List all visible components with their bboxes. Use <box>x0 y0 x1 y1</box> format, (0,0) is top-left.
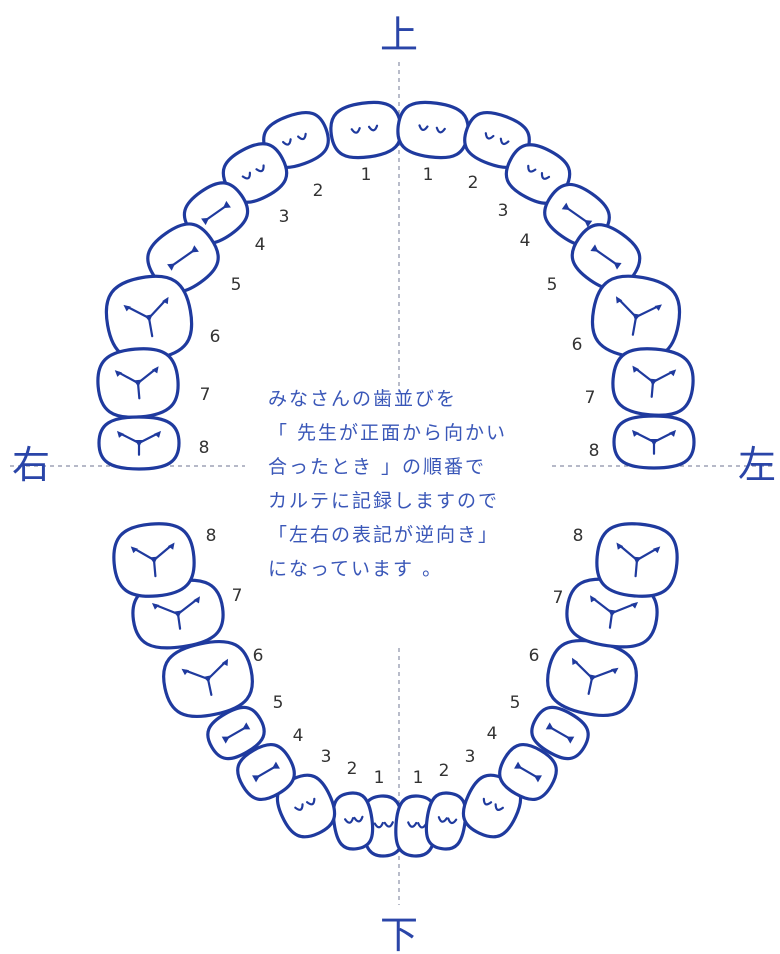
upper-right-number-8: 8 <box>199 438 210 458</box>
upper-right-tooth-8 <box>97 415 181 471</box>
upper-right-number-2: 2 <box>313 181 324 201</box>
lower-left-number-2: 2 <box>439 761 450 781</box>
lower-left-tooth-3 <box>461 773 523 839</box>
upper-left-number-5: 5 <box>547 275 558 295</box>
upper-left-number-6: 6 <box>572 335 583 355</box>
lower-right-tooth-2 <box>331 791 375 851</box>
lower-right-number-5: 5 <box>273 693 284 713</box>
note-line-4: カルテに記録しますので <box>268 490 500 512</box>
upper-left-number-8: 8 <box>589 441 600 461</box>
upper-left-tooth-7 <box>611 347 695 417</box>
lower-left-tooth-5 <box>530 705 590 761</box>
lower-left-tooth-6 <box>546 638 638 718</box>
lower-right-tooth-4 <box>236 742 296 802</box>
lower-right-number-1: 1 <box>374 768 385 788</box>
note-line-6: になっています 。 <box>268 558 444 580</box>
upper-right-number-4: 4 <box>255 235 266 255</box>
upper-right-tooth-5 <box>146 222 220 294</box>
lower-left-tooth-4 <box>498 742 558 802</box>
direction-bottom-label: 下 <box>380 913 418 954</box>
lower-right-number-7: 7 <box>232 586 243 606</box>
note-line-5: 「左右の表記が逆向き」 <box>268 524 500 546</box>
lower-left-number-8: 8 <box>573 526 584 546</box>
lower-right-tooth-5 <box>206 705 266 761</box>
upper-right-number-6: 6 <box>210 327 221 347</box>
note-line-2: 「 先生が正面から向かい <box>268 422 508 444</box>
lower-left-number-6: 6 <box>529 646 540 666</box>
lower-left-number-3: 3 <box>465 747 476 767</box>
upper-left-number-7: 7 <box>585 388 596 408</box>
upper-right-number-3: 3 <box>279 207 290 227</box>
upper-right-number-7: 7 <box>200 385 211 405</box>
lower-right-number-2: 2 <box>347 759 358 779</box>
upper-right-tooth-1 <box>329 100 403 160</box>
lower-left-number-1: 1 <box>413 768 424 788</box>
lower-right-number-3: 3 <box>321 747 332 767</box>
lower-right-tooth-6 <box>162 639 254 719</box>
upper-right-number-5: 5 <box>231 275 242 295</box>
lower-right-tooth-8 <box>112 522 196 598</box>
direction-left-label: 右 <box>12 443 50 487</box>
lower-left-number-4: 4 <box>487 724 498 744</box>
lower-right-number-4: 4 <box>293 726 304 746</box>
lower-left-number-5: 5 <box>510 693 521 713</box>
upper-right-tooth-7 <box>96 347 180 419</box>
upper-left-tooth-1 <box>396 100 470 160</box>
upper-left-number-3: 3 <box>498 201 509 221</box>
lower-left-tooth-8 <box>595 522 679 598</box>
lower-right-number-8: 8 <box>206 526 217 546</box>
upper-right-number-1: 1 <box>361 165 372 185</box>
upper-left-tooth-6 <box>590 274 682 360</box>
upper-right-tooth-3 <box>221 142 289 204</box>
upper-left-number-4: 4 <box>520 231 531 251</box>
note-line-3: 合ったとき 」の順番で <box>268 456 487 478</box>
upper-left-number-2: 2 <box>468 173 479 193</box>
note-line-1: みなさんの歯並びを <box>268 388 458 410</box>
upper-left-tooth-8 <box>612 414 696 470</box>
explanation-note: みなさんの歯並びを 「 先生が正面から向かい 合ったとき 」の順番で カルテに記… <box>268 382 538 586</box>
direction-top-label: 上 <box>380 13 418 57</box>
lower-right-number-6: 6 <box>253 646 264 666</box>
lower-left-number-7: 7 <box>553 588 564 608</box>
teeth-group <box>96 100 696 858</box>
upper-left-number-1: 1 <box>423 165 434 185</box>
direction-right-label: 左 <box>738 443 776 487</box>
